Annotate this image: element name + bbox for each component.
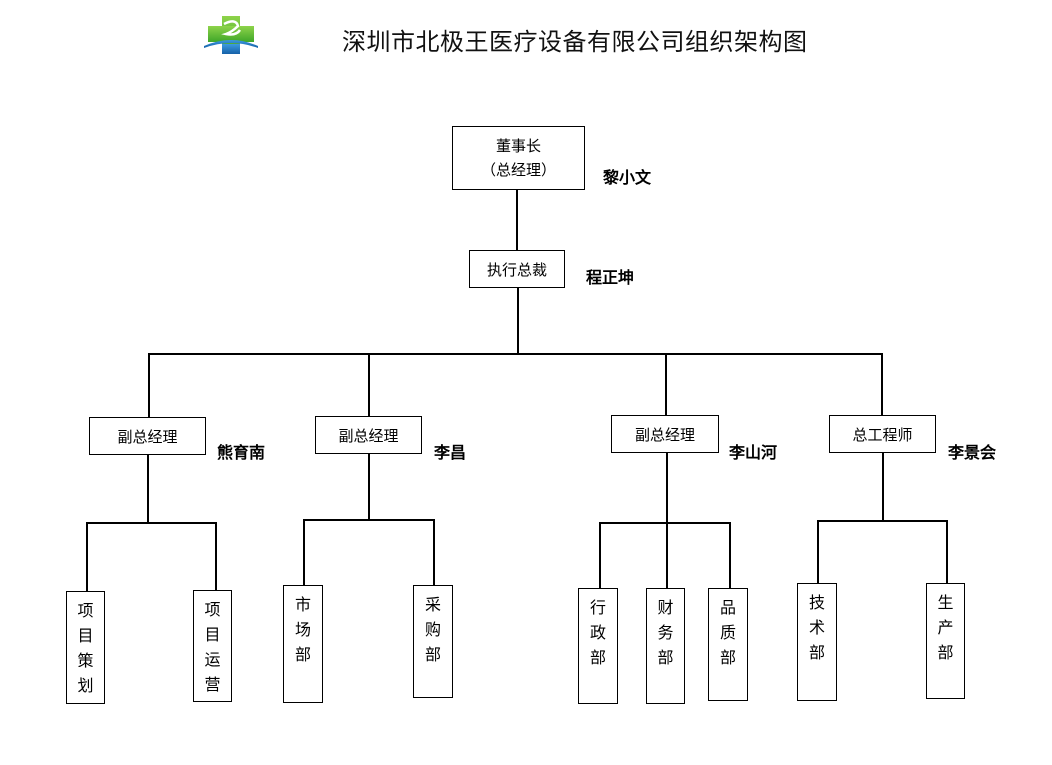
company-logo [202, 14, 260, 54]
dept-char: 项 [204, 600, 221, 619]
dept-technology[interactable]: 技 术 部 [797, 583, 837, 701]
connector-group-4-stem [882, 452, 884, 521]
dept-char: 部 [424, 645, 441, 664]
connector-group-3-bar [599, 522, 731, 524]
node-chief-engineer[interactable]: 总工程师 [829, 415, 936, 453]
connector-manager-3 [665, 353, 667, 415]
dept-char: 营 [204, 675, 221, 694]
dept-project-planning[interactable]: 项 目 策 划 [66, 591, 105, 704]
dept-char: 务 [657, 623, 674, 642]
dept-char: 生 [937, 593, 954, 612]
connector-manager-2 [368, 353, 370, 416]
connector-ceo-managers [517, 287, 519, 353]
node-chairman[interactable]: 董事长 （总经理） [452, 126, 585, 190]
dept-char: 策 [77, 651, 94, 670]
node-ceo[interactable]: 执行总裁 [469, 250, 565, 288]
connector-dept-4-1 [817, 520, 819, 583]
manager-2-title: 副总经理 [338, 426, 399, 445]
connector-dept-2-2 [433, 519, 435, 585]
dept-char: 目 [77, 626, 94, 645]
connector-dept-3-2 [666, 522, 668, 588]
connector-group-3-stem [666, 452, 668, 523]
dept-char: 部 [937, 643, 954, 662]
dept-char: 目 [204, 625, 221, 644]
dept-purchasing[interactable]: 采 购 部 [413, 585, 453, 698]
manager-2-name: 李昌 [434, 443, 467, 462]
dept-char: 项 [77, 601, 94, 620]
dept-char: 政 [589, 623, 606, 642]
connector-group-1-bar [86, 522, 216, 524]
manager-4-name: 李景会 [948, 443, 997, 462]
connector-chairman-ceo [516, 189, 518, 251]
dept-char: 采 [424, 595, 441, 614]
dept-quality[interactable]: 品 质 部 [708, 588, 748, 701]
dept-char: 划 [77, 676, 94, 695]
medical-cross-icon [204, 16, 258, 54]
dept-char: 术 [808, 618, 825, 637]
page-title: 深圳市北极王医疗设备有限公司组织架构图 [342, 28, 808, 56]
connector-dept-3-3 [729, 522, 731, 588]
dept-char: 部 [294, 645, 311, 664]
manager-1-title: 副总经理 [117, 427, 178, 446]
connector-manager-4 [881, 353, 883, 415]
dept-char: 部 [808, 643, 825, 662]
dept-char: 部 [589, 648, 606, 667]
connector-group-4-bar [817, 520, 947, 522]
dept-char: 质 [719, 623, 736, 642]
connector-managers-horizontal [148, 353, 883, 355]
connector-group-1-stem [147, 455, 149, 523]
dept-char: 品 [719, 598, 736, 617]
dept-project-operations[interactable]: 项 目 运 营 [193, 590, 232, 702]
chairman-subtitle: （总经理） [480, 161, 556, 179]
dept-char: 市 [294, 595, 311, 614]
manager-4-title: 总工程师 [852, 425, 913, 444]
dept-char: 运 [204, 650, 221, 669]
dept-char: 产 [937, 618, 954, 637]
connector-group-2-stem [368, 453, 370, 520]
connector-dept-4-2 [946, 520, 948, 583]
dept-char: 购 [424, 620, 441, 639]
dept-finance[interactable]: 财 务 部 [646, 588, 685, 704]
connector-manager-1 [148, 353, 150, 417]
manager-1-name: 熊育南 [217, 443, 266, 462]
manager-3-name: 李山河 [729, 443, 778, 462]
manager-3-title: 副总经理 [634, 425, 695, 444]
dept-marketing[interactable]: 市 场 部 [283, 585, 323, 703]
dept-production[interactable]: 生 产 部 [926, 583, 965, 699]
ceo-title: 执行总裁 [486, 260, 547, 279]
connector-dept-1-2 [215, 522, 217, 590]
node-manager-2[interactable]: 副总经理 [315, 416, 422, 454]
connector-dept-2-1 [303, 519, 305, 585]
dept-char: 行 [589, 598, 606, 617]
chairman-name: 黎小文 [603, 168, 652, 187]
dept-char: 部 [719, 648, 736, 667]
chairman-title: 董事长 [495, 137, 541, 155]
node-manager-3[interactable]: 副总经理 [611, 415, 719, 453]
ceo-name: 程正坤 [586, 268, 635, 287]
dept-char: 财 [657, 598, 674, 617]
dept-char: 部 [657, 648, 674, 667]
connector-dept-1-1 [86, 522, 88, 591]
connector-dept-3-1 [599, 522, 601, 588]
dept-char: 技 [808, 593, 825, 612]
node-manager-1[interactable]: 副总经理 [89, 417, 206, 455]
dept-administration[interactable]: 行 政 部 [578, 588, 618, 704]
dept-char: 场 [294, 620, 311, 639]
connector-group-2-bar [303, 519, 434, 521]
